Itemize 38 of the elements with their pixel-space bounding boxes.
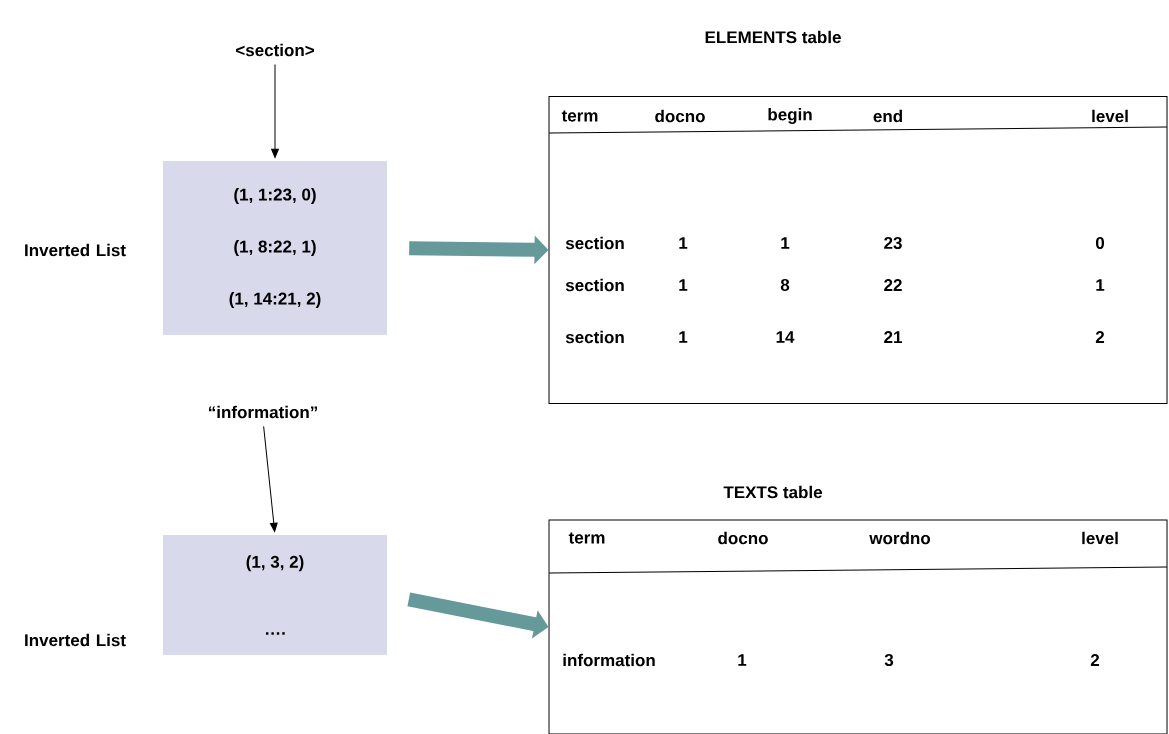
table-cell: 23 [884, 236, 902, 250]
arrow [263, 425, 278, 532]
table-cell: 1 [781, 237, 790, 249]
table-cell: 8 [780, 279, 790, 292]
column-header: level [1092, 109, 1128, 123]
table-cell: 1 [1096, 279, 1105, 291]
table-cell: information [563, 653, 655, 667]
table-cell: section [565, 330, 624, 344]
side-label: Inverted List [25, 243, 126, 257]
column-header: end [873, 109, 902, 123]
table-cell: section [565, 236, 624, 250]
table-cell: 22 [884, 279, 902, 291]
heading-text: “information” [209, 405, 317, 419]
arrow [271, 63, 279, 158]
column-header: docno [718, 531, 768, 545]
table-cell: 14 [776, 331, 795, 343]
column-header: level [1082, 531, 1118, 545]
list-box: (1, 1:23, 0) (1, 8:22, 1) (1, 14:21, 2) [163, 161, 387, 335]
table-cell: 1 [679, 279, 688, 291]
column-header: term [568, 532, 605, 544]
side-label: Inverted List [25, 633, 126, 647]
column-header: wordno [869, 531, 931, 545]
table-cell: 0 [1095, 237, 1105, 250]
column-header: docno [655, 109, 705, 123]
node-label: ELEMENTS table [705, 30, 841, 44]
table-cell: 1 [738, 654, 747, 666]
heading-text: <section> [236, 43, 314, 57]
table-cell: 21 [884, 331, 902, 343]
list-box: (1, 3, 2) …. [163, 535, 387, 655]
table-cell: 2 [1090, 654, 1100, 666]
table-cell: 1 [679, 237, 688, 249]
table-cell: section [565, 278, 624, 292]
column-header: term [561, 110, 598, 122]
column-header: begin [768, 108, 812, 124]
node-label: TEXTS table [723, 485, 823, 499]
table-cell: 3 [884, 654, 894, 667]
table-cell: 1 [679, 331, 688, 343]
table-cell: 2 [1095, 331, 1105, 343]
